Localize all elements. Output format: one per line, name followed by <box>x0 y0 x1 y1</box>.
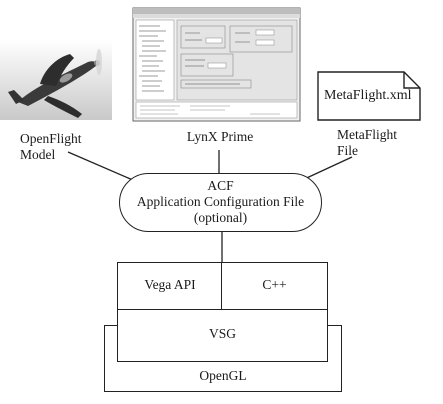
metaflight-document-icon <box>317 71 421 121</box>
vega-api-label: Vega API <box>144 277 196 292</box>
lynx-prime-screenshot <box>132 7 301 122</box>
metaflight-file-name: MetaFlight.xml <box>324 88 412 103</box>
vsg-label: VSG <box>208 326 236 341</box>
metaflight-label-line2: File <box>337 143 359 158</box>
acf-box: ACF Application Configuration File (opti… <box>119 173 322 232</box>
vega-api-box: Vega API <box>117 262 223 310</box>
openflight-label-line2: Model <box>20 147 56 162</box>
cpp-label: C++ <box>262 277 287 292</box>
acf-subtitle: Application Configuration File <box>136 194 305 209</box>
metaflight-label: MetaFlight File <box>337 127 397 159</box>
metaflight-label-line1: MetaFlight <box>337 127 397 142</box>
acf-title: ACF <box>207 178 234 193</box>
openflight-label: OpenFlight Model <box>20 131 82 163</box>
cpp-box: C++ <box>221 262 328 310</box>
vsg-box: VSG <box>117 309 328 362</box>
lynx-prime-label: LynX Prime <box>186 129 254 144</box>
acf-optional-note: (optional) <box>193 210 248 225</box>
openflight-label-line1: OpenFlight <box>20 131 82 146</box>
opengl-label: OpenGL <box>199 368 247 383</box>
aircraft-image <box>0 40 112 120</box>
